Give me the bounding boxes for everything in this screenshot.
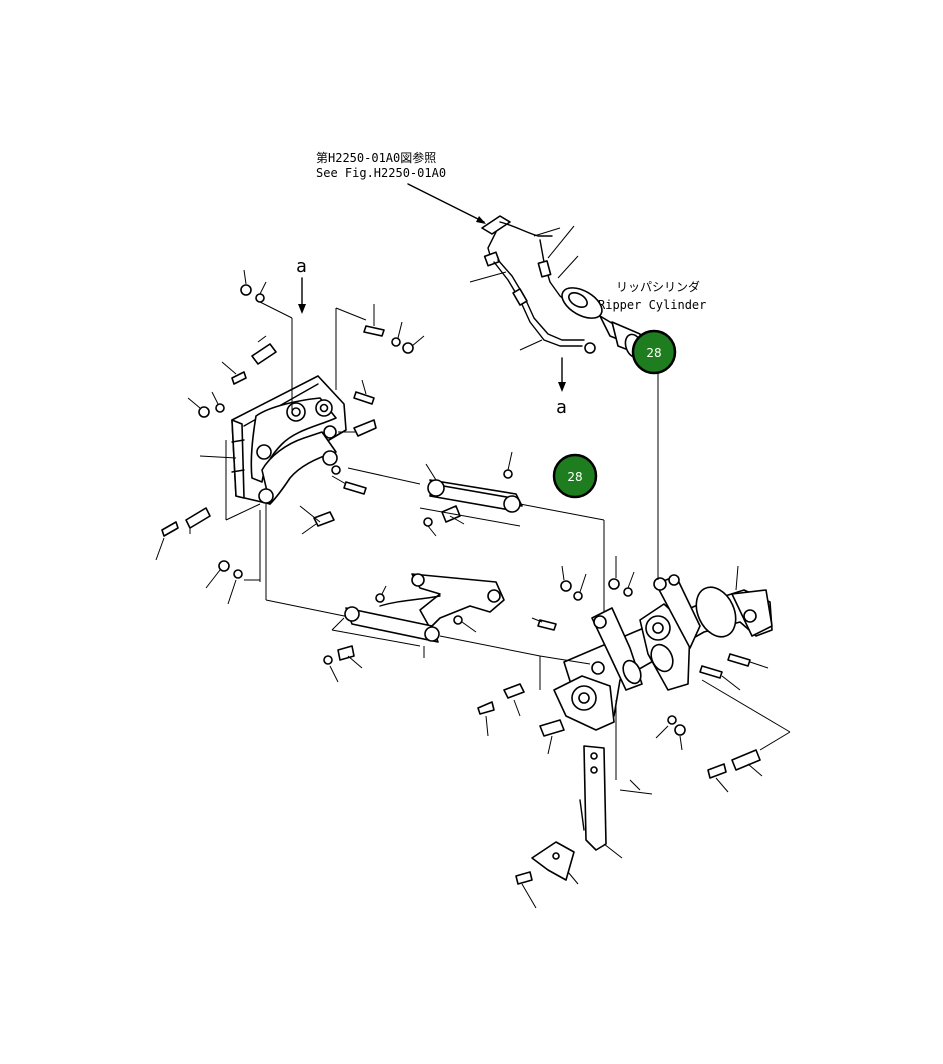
marker-a-bottom: a bbox=[556, 397, 567, 418]
ripper-shank bbox=[515, 700, 653, 909]
upper-link-bar bbox=[419, 451, 605, 618]
ripper-cylinder-label-en: Ripper Cylinder bbox=[598, 298, 706, 312]
right-fasteners bbox=[477, 556, 791, 793]
lower-link-assembly bbox=[323, 573, 541, 683]
reference-text-jp: 第H2250-01A0図参照 bbox=[316, 150, 436, 165]
middle-fasteners bbox=[331, 304, 425, 495]
callout-label: 28 bbox=[646, 346, 661, 360]
reference-text-en: See Fig.H2250-01A0 bbox=[316, 166, 446, 180]
left-fasteners bbox=[155, 269, 355, 619]
reference-leader bbox=[407, 183, 485, 223]
callout-label: 28 bbox=[567, 470, 582, 484]
callout-28-center[interactable]: 28 bbox=[552, 453, 598, 499]
reference-arrowhead bbox=[476, 216, 486, 224]
leader-lines bbox=[539, 370, 659, 690]
ripper-frame-assembly bbox=[553, 574, 773, 731]
ripper-cylinder-label-jp: リッパシリンダ bbox=[616, 279, 700, 294]
marker-a-top: a bbox=[296, 256, 307, 277]
callout-28-ripper-cylinder[interactable]: 28 bbox=[631, 329, 677, 375]
left-bracket-assembly bbox=[199, 375, 347, 521]
